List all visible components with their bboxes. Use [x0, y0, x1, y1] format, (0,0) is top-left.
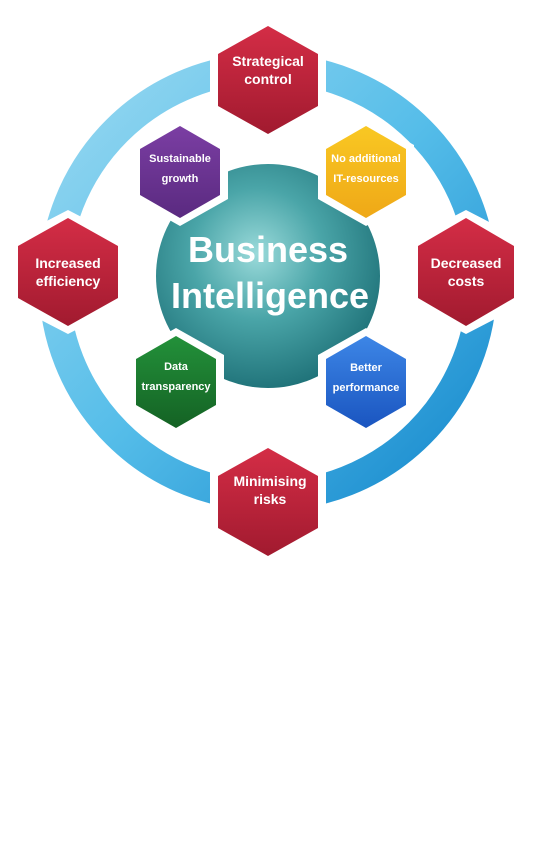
- node-increased-efficiency-line1: Increased: [35, 255, 100, 271]
- node-sustainable-growth: Sustainable growth: [132, 118, 228, 226]
- center-title-line2: Intelligence: [171, 275, 369, 316]
- node-sustainable-growth-line2: growth: [162, 173, 199, 185]
- node-strategical-control: Strategical control: [218, 26, 318, 134]
- node-decreased-costs: Decreased costs: [418, 218, 514, 326]
- node-data-transparency-line1: Data: [164, 361, 189, 373]
- node-minimising-risks-line1: Minimising: [233, 473, 306, 489]
- node-minimising-risks-line2: risks: [254, 491, 287, 507]
- node-no-additional-line2: IT-resources: [333, 173, 398, 185]
- node-better-performance-line1: Better: [350, 362, 383, 374]
- node-better-performance-line2: performance: [333, 382, 400, 394]
- node-decreased-costs-line1: Decreased: [431, 255, 502, 271]
- node-better-performance: Better performance: [318, 328, 414, 436]
- node-minimising-risks: Minimising risks: [218, 448, 318, 556]
- node-decreased-costs-line2: costs: [448, 273, 485, 289]
- node-sustainable-growth-line1: Sustainable: [149, 153, 211, 165]
- node-increased-efficiency: Increased efficiency: [18, 218, 118, 326]
- node-strategical-control-line2: control: [244, 71, 291, 87]
- center-circle: [156, 164, 380, 388]
- node-increased-efficiency-line2: efficiency: [36, 273, 101, 289]
- node-no-additional-line1: No additional: [331, 153, 401, 165]
- center-title-line1: Business: [188, 229, 348, 270]
- node-no-additional-it-resources: No additional IT-resources: [318, 118, 414, 226]
- business-intelligence-diagram: Business Intelligence Strategical contro…: [18, 26, 514, 556]
- node-strategical-control-line1: Strategical: [232, 53, 304, 69]
- node-data-transparency-line2: transparency: [141, 381, 211, 393]
- node-data-transparency: Data transparency: [128, 328, 224, 436]
